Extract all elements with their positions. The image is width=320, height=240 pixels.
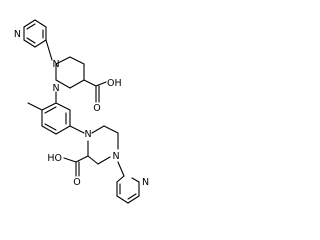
atom-label-pyridine-n-bottom: N — [142, 177, 149, 188]
atom-label-carboxyl-ho-bottom: HO — [47, 153, 62, 164]
carboxyl-group-bottom — [63, 155, 89, 177]
piperazine-ring-bottom — [87, 125, 119, 165]
atom-label-piperazine-n4-bottom: N — [112, 151, 119, 162]
pyridine-ring-bottom — [116, 175, 140, 204]
bond-piperazine-pyridine-bottom — [117, 161, 125, 177]
atom-label-carboxyl-oh-top: OH — [107, 78, 122, 89]
chemical-structure: N N N OH O N N N HO O — [14, 19, 149, 204]
pyridine-ring-top — [23, 19, 47, 48]
methyl-bond — [27, 102, 43, 111]
atom-label-pyridine-n-top: N — [14, 29, 21, 40]
atom-label-carboxyl-o-bottom: O — [73, 177, 80, 188]
bond-pyridine-piperazine-top — [45, 39, 53, 61]
atom-label-piperazine-n1-top: N — [52, 83, 59, 94]
carboxyl-group-top — [83, 79, 107, 103]
piperazine-ring-top — [55, 56, 85, 89]
benzene-ring-center — [41, 102, 71, 135]
atom-label-piperazine-n1-bottom: N — [84, 129, 91, 140]
atom-label-piperazine-n4-top: N — [52, 59, 59, 70]
atom-label-carboxyl-o-top: O — [93, 103, 100, 114]
bond-phenyl-piperazine-bottom — [69, 125, 85, 134]
